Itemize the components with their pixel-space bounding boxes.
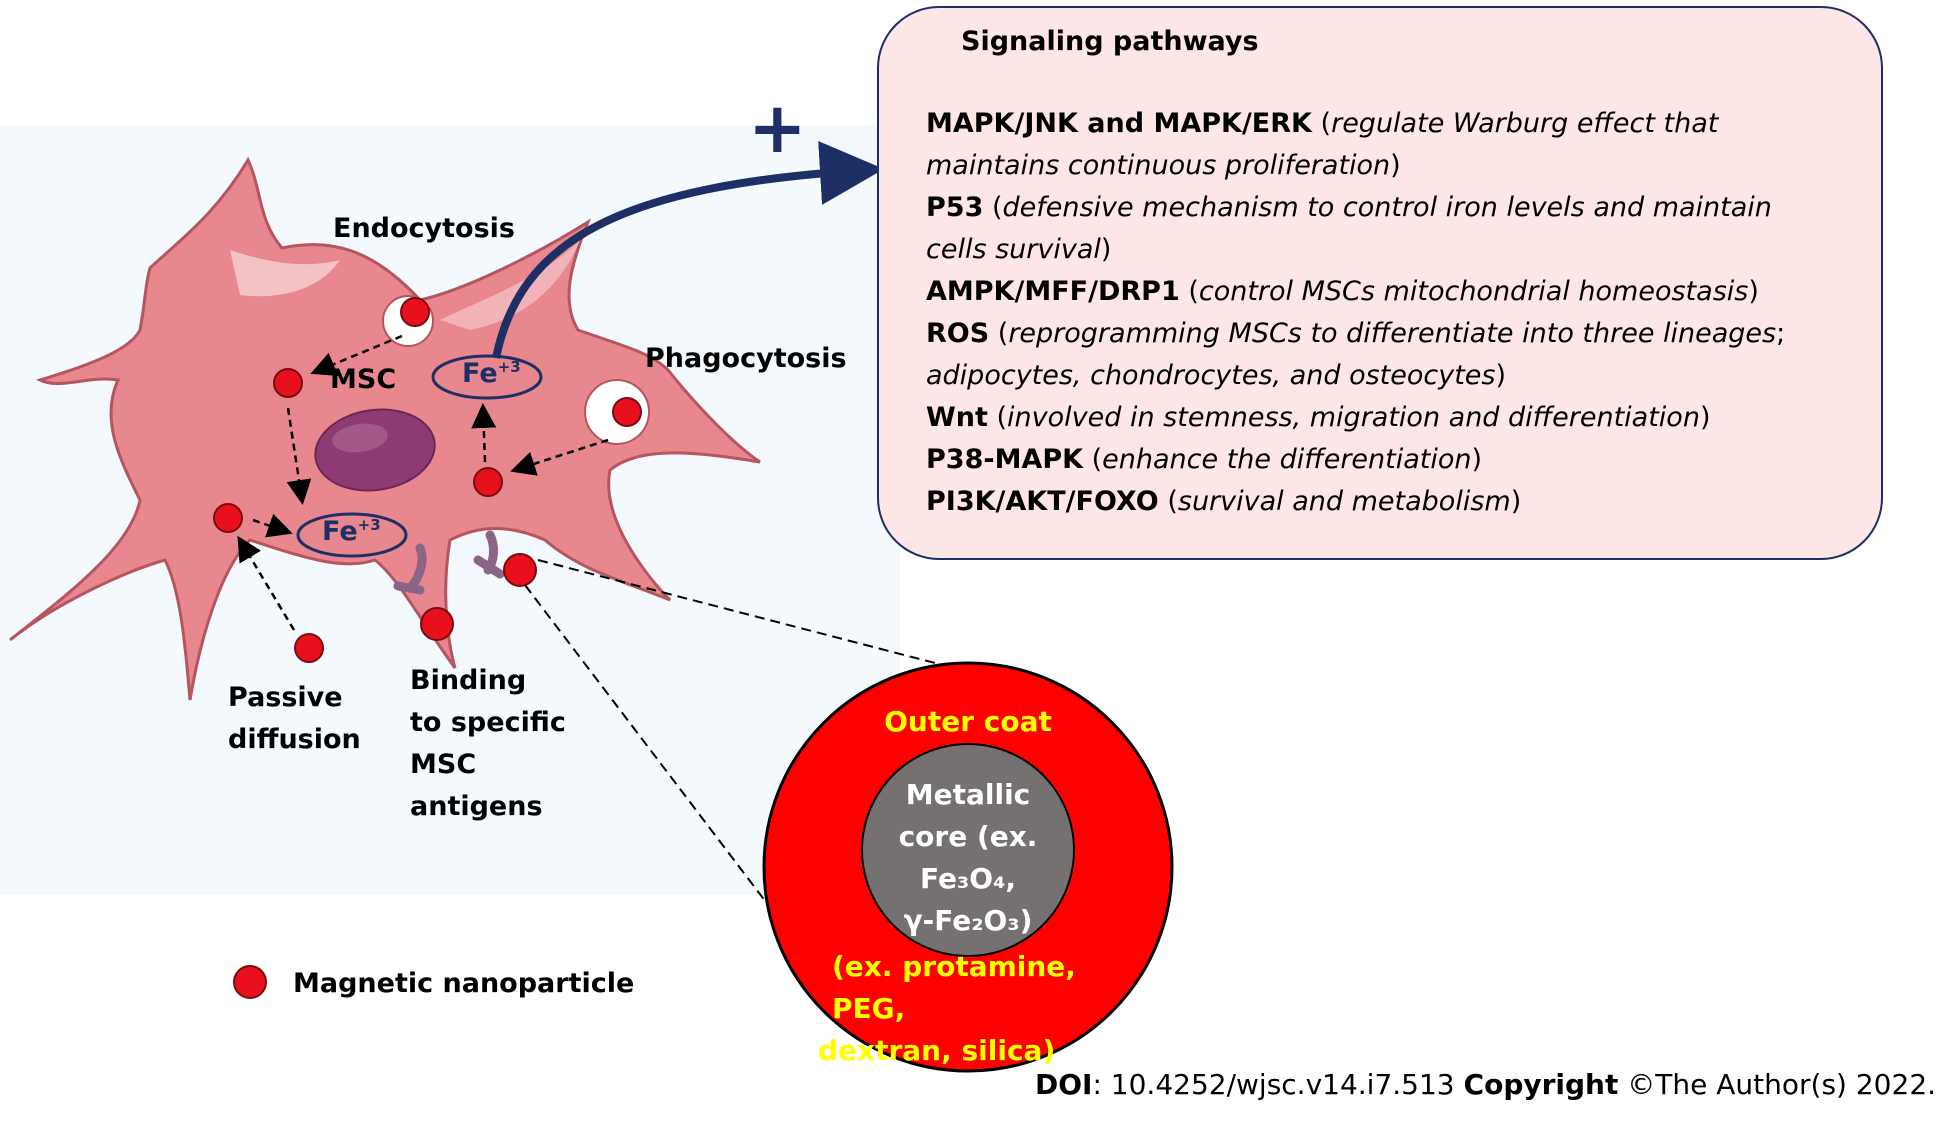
iron-ion-ellipse: [431, 354, 543, 400]
pathway-item: ROS (reprogramming MSCs to differentiate…: [926, 318, 1786, 391]
label-endocytosis: Endocytosis: [333, 213, 515, 244]
signaling-title: Signaling pathways: [961, 26, 1259, 57]
magnetic-nanoparticle: [473, 467, 503, 497]
label-passive-diffusion: Passive diffusion: [228, 682, 361, 755]
pathway-item: PI3K/AKT/FOXO (survival and metabolism): [926, 486, 1522, 517]
pathway-item: P53 (defensive mechanism to control iron…: [926, 192, 1772, 265]
magnetic-nanoparticle: [273, 368, 303, 398]
msc-antigen-receptor: [473, 530, 505, 579]
iron-ion-ellipse: [296, 512, 408, 558]
msc-cell-illustration: [9, 140, 1174, 1073]
pathway-item: P38-MAPK (enhance the differentiation): [926, 444, 1483, 475]
signaling-pathways-box: [877, 6, 1883, 560]
fe-label-lower: Fe+3: [322, 516, 381, 547]
plus-sign: +: [748, 87, 807, 169]
signaling-arrow: [492, 140, 884, 359]
pathway-item: MAPK/JNK and MAPK/ERK (regulate Warburg …: [926, 108, 1719, 181]
label-msc: MSC: [330, 364, 397, 395]
msc-antigen-receptor: [393, 543, 427, 595]
outer-coat-label: Outer coat: [884, 705, 1052, 738]
magnetic-nanoparticle: [400, 297, 430, 327]
signaling-list: MAPK/JNK and MAPK/ERK (regulate Warburg …: [926, 103, 1866, 523]
zoom-lines: [524, 559, 963, 961]
fe-label-upper: Fe+3: [462, 358, 521, 389]
pathway-item: Wnt (involved in stemness, migration and…: [926, 402, 1711, 433]
magnetic-nanoparticle: [503, 553, 537, 587]
citation-footer: DOI: 10.4252/wjsc.v14.i7.513 Copyright ©…: [1035, 1068, 1936, 1101]
metallic-core-label: Metallic core (ex. Fe₃O₄, γ-Fe₂O₃): [898, 778, 1038, 937]
uptake-arrows: [237, 334, 609, 631]
legend-label: Magnetic nanoparticle: [293, 968, 635, 999]
coat-examples-label: (ex. protamine, PEG, dextran, silica): [818, 950, 1076, 1067]
nanoparticle-metallic-core: [861, 743, 1075, 957]
pathway-item: AMPK/MFF/DRP1 (control MSCs mitochondria…: [926, 276, 1759, 307]
magnetic-nanoparticle: [612, 397, 642, 427]
magnetic-nanoparticle: [294, 633, 324, 663]
magnetic-nanoparticle: [420, 607, 454, 641]
legend-nanoparticle-swatch: [233, 965, 267, 999]
magnetic-nanoparticle: [213, 503, 243, 533]
label-binding-antigens: Binding to specific MSC antigens: [410, 665, 566, 822]
label-phagocytosis: Phagocytosis: [645, 343, 847, 374]
